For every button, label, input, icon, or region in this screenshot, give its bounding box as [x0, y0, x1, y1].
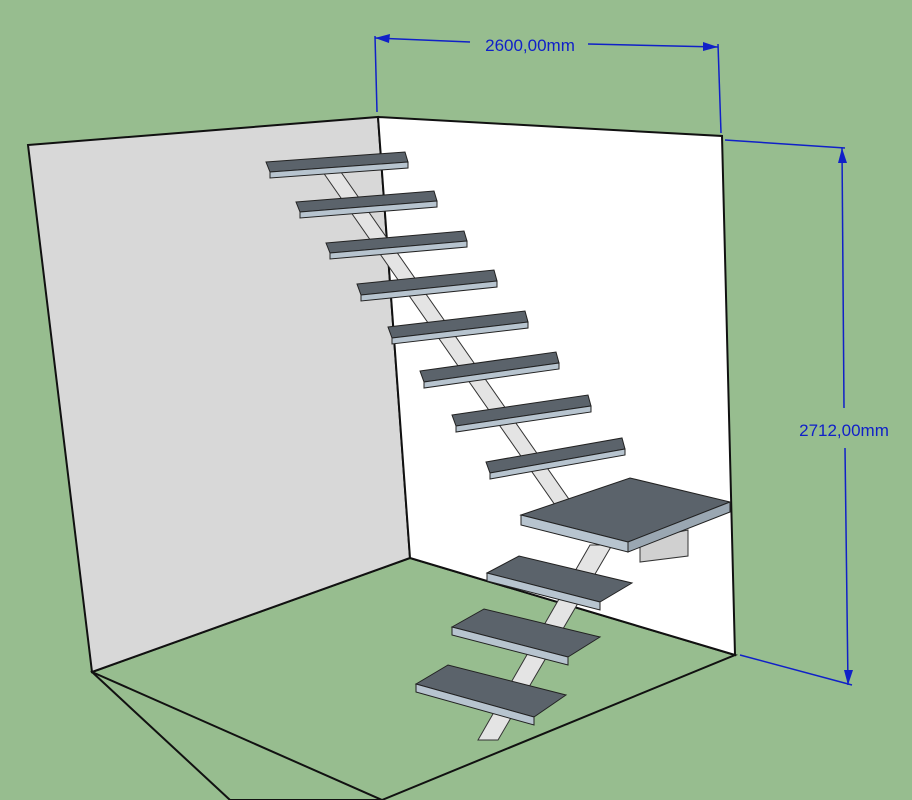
tread — [419, 351, 560, 389]
arrow-right-icon — [703, 42, 718, 51]
tread — [450, 608, 602, 666]
width-dimension-label: 2600,00mm — [485, 36, 575, 55]
floor-edge — [91, 671, 383, 800]
arrow-down-icon — [844, 670, 853, 685]
width-dimension[interactable]: 2600,00mm — [374, 34, 722, 134]
lower-flight-treads — [414, 555, 634, 726]
height-dimension-label: 2712,00mm — [799, 421, 889, 440]
tread — [485, 437, 626, 480]
tread — [325, 230, 468, 260]
landing-platform — [519, 477, 732, 553]
tread — [356, 269, 498, 302]
tread — [295, 190, 438, 219]
height-dimension[interactable]: 2712,00mm — [724, 139, 889, 686]
tread — [265, 151, 409, 179]
tread — [485, 555, 634, 611]
tread — [414, 664, 568, 726]
upper-flight-treads — [265, 151, 626, 480]
tread — [451, 394, 592, 433]
arrow-left-icon — [375, 34, 390, 43]
arrow-up-icon — [838, 148, 847, 163]
tread — [387, 310, 529, 345]
